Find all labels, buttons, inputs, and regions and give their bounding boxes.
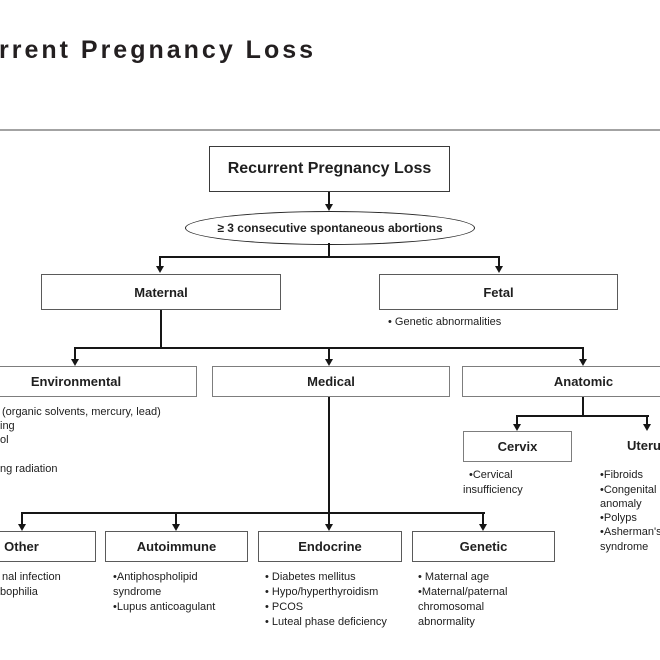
environmental-bullet: ing bbox=[0, 420, 15, 432]
endocrine-bullet: • Luteal phase deficiency bbox=[265, 616, 387, 628]
connector-line bbox=[646, 415, 648, 425]
medical-label: Medical bbox=[307, 374, 355, 389]
genetic-label: Genetic bbox=[459, 539, 508, 554]
fetal-box: Fetal bbox=[379, 274, 618, 310]
root-box-label: Recurrent Pregnancy Loss bbox=[227, 160, 432, 177]
connector-line bbox=[328, 347, 330, 360]
anatomic-box: Anatomic bbox=[462, 366, 660, 397]
other-bullet: bophilia bbox=[0, 586, 38, 598]
medical-box: Medical bbox=[212, 366, 450, 397]
environmental-bullet: (organic solvents, mercury, lead) bbox=[2, 406, 161, 418]
genetic-bullet: •Maternal/paternal bbox=[418, 586, 508, 598]
cervix-bullet: •Cervical bbox=[469, 469, 513, 481]
genetic-bullet: • Maternal age bbox=[418, 571, 490, 583]
endocrine-bullet: • Hypo/hyperthyroidism bbox=[265, 586, 379, 598]
other-box: Other bbox=[0, 531, 96, 562]
autoimmune-bullet: syndrome bbox=[113, 586, 162, 598]
genetic-bullet: abnormality bbox=[418, 616, 475, 628]
autoimmune-bullet: •Lupus anticoagulant bbox=[113, 601, 216, 613]
connector-line bbox=[516, 415, 518, 425]
uterus-bullet: •Asherman's bbox=[600, 526, 660, 538]
connector-line bbox=[516, 415, 649, 417]
other-label: Other bbox=[4, 539, 39, 554]
connector-line bbox=[21, 512, 485, 514]
endocrine-box: Endocrine bbox=[258, 531, 402, 562]
uterus-bullet: •Fibroids bbox=[600, 469, 643, 481]
endocrine-bullet: • Diabetes mellitus bbox=[265, 571, 356, 583]
connector-line bbox=[328, 397, 330, 514]
connector-line bbox=[328, 243, 330, 258]
anatomic-label: Anatomic bbox=[553, 374, 614, 389]
uterus-bullet: anomaly bbox=[600, 498, 642, 510]
arrowhead-down-icon bbox=[324, 524, 333, 531]
arrowhead-down-icon bbox=[17, 524, 26, 531]
uterus-bullet: syndrome bbox=[600, 541, 649, 553]
autoimmune-label: Autoimmune bbox=[136, 539, 217, 554]
environmental-label: Environmental bbox=[30, 374, 122, 389]
genetic-box: Genetic bbox=[412, 531, 555, 562]
criteria-label: ≥ 3 consecutive spontaneous abortions bbox=[217, 221, 443, 235]
arrowhead-down-icon bbox=[155, 266, 164, 273]
connector-line bbox=[582, 347, 584, 360]
cervix-label: Cervix bbox=[497, 439, 538, 454]
connector-line bbox=[482, 512, 484, 525]
cervix-bullet: insufficiency bbox=[463, 484, 523, 496]
arrowhead-down-icon bbox=[478, 524, 487, 531]
genetic-bullet: chromosomal bbox=[418, 601, 485, 613]
arrowhead-down-icon bbox=[512, 424, 521, 431]
connector-line bbox=[328, 192, 330, 205]
maternal-label: Maternal bbox=[134, 284, 188, 300]
arrowhead-down-icon bbox=[171, 524, 180, 531]
environmental-bullet: ng radiation bbox=[0, 463, 58, 475]
cervix-box: Cervix bbox=[463, 431, 572, 462]
fetal-label: Fetal bbox=[483, 284, 514, 300]
maternal-box: Maternal bbox=[41, 274, 281, 310]
endocrine-bullet: • PCOS bbox=[265, 601, 304, 613]
environmental-box: Environmental bbox=[0, 366, 197, 397]
connector-line bbox=[21, 512, 23, 525]
fetal-bullet: • Genetic abnormalities bbox=[388, 316, 502, 328]
autoimmune-box: Autoimmune bbox=[105, 531, 248, 562]
connector-line bbox=[159, 256, 500, 258]
connector-line bbox=[159, 256, 161, 267]
connector-line bbox=[74, 347, 76, 360]
arrowhead-down-icon bbox=[642, 424, 651, 431]
uterus-bullet: •Congenital bbox=[600, 484, 657, 496]
criteria-ellipse: ≥ 3 consecutive spontaneous abortions bbox=[185, 211, 475, 245]
uterus-bullet: •Polyps bbox=[600, 512, 637, 524]
title-divider bbox=[0, 129, 660, 131]
autoimmune-bullet: •Antiphospholipid bbox=[113, 571, 198, 583]
uterus-label: Uterus bbox=[627, 438, 660, 453]
arrowhead-down-icon bbox=[324, 204, 333, 211]
connector-line bbox=[175, 512, 177, 525]
arrowhead-down-icon bbox=[494, 266, 503, 273]
connector-line bbox=[582, 397, 584, 417]
connector-line bbox=[328, 512, 330, 525]
environmental-bullet: ol bbox=[0, 434, 9, 446]
arrowhead-down-icon bbox=[70, 359, 79, 366]
connector-line bbox=[498, 256, 500, 267]
page-title: rrent Pregnancy Loss bbox=[0, 36, 317, 64]
arrowhead-down-icon bbox=[324, 359, 333, 366]
endocrine-label: Endocrine bbox=[298, 539, 362, 554]
connector-line bbox=[160, 310, 162, 349]
arrowhead-down-icon bbox=[578, 359, 587, 366]
root-box-recurrent-pregnancy-loss: Recurrent Pregnancy Loss bbox=[209, 146, 450, 192]
other-bullet: nal infection bbox=[2, 571, 61, 583]
